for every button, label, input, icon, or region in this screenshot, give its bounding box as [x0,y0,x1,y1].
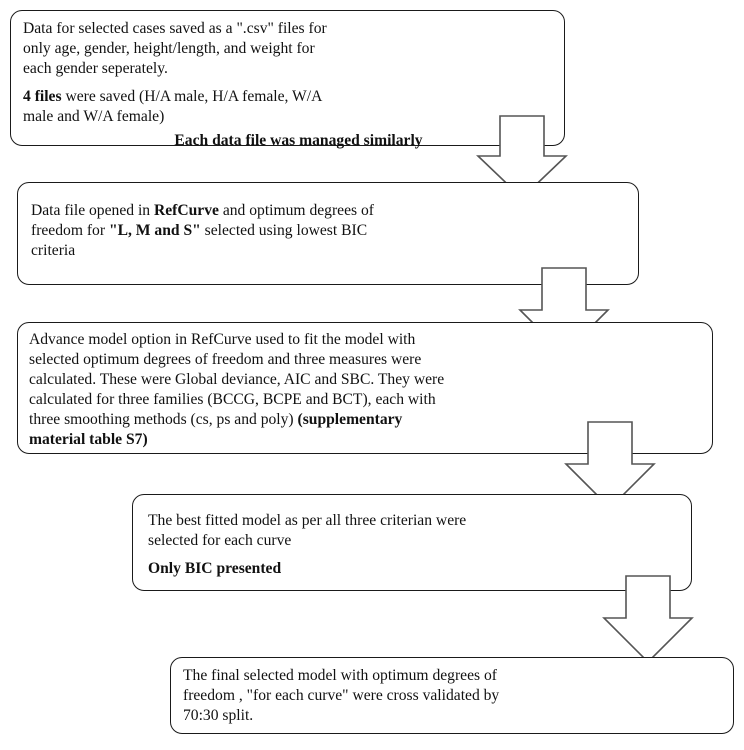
down-arrow-icon [564,421,656,510]
step-5-line-3: 70:30 split. [183,707,254,724]
step-2-part-1: Data file opened in [31,202,154,219]
step-2-part-5: criteria [31,242,76,259]
step-3-supplementary: (supplementary [297,411,403,428]
step-3-line-2: selected optimum degrees of freedom and … [29,351,422,368]
step-3-line-3: calculated. These were Global deviance, … [29,371,445,388]
step-4-footer: Only BIC presented [148,559,681,579]
step-1-files-count: 4 files [23,88,62,105]
step-1-line-3: each gender seperately. [23,60,168,77]
step-3-table-ref: material table S7) [29,431,148,448]
step-4-box: The best fitted model as per all three c… [132,494,692,591]
step-4-footer-bold: Only BIC presented [148,560,282,577]
step-1-files-rest-2: male and W/A female) [23,108,165,125]
step-2-text: Data file opened in RefCurve and optimum… [31,201,628,261]
step-2-part-3: freedom for [31,222,109,239]
step-1-footer: Each data file was managed similarly [23,131,554,151]
step-4-text: The best fitted model as per all three c… [148,511,681,551]
step-2-refcurve: RefCurve [153,202,219,219]
down-arrow-icon [602,575,694,664]
step-1-files-rest-1: were saved (H/A male, H/A female, W/A [61,88,323,105]
step-1-text: Data for selected cases saved as a ".csv… [23,19,554,79]
step-5-line-1: The final selected model with optimum de… [183,667,497,684]
step-1-box: Data for selected cases saved as a ".csv… [10,10,565,149]
step-2-box: Data file opened in RefCurve and optimum… [17,182,639,285]
step-3-line-1: Advance model option in RefCurve used to… [29,331,416,348]
step-1-footer-bold: Each data file was managed similarly [174,132,423,149]
down-arrow-icon [476,115,568,200]
step-1-line-2: only age, gender, height/length, and wei… [23,40,315,57]
step-4-line-1: The best fitted model as per all three c… [148,512,467,529]
step-5-line-2: freedom , "for each curve" were cross va… [183,687,500,704]
step-3-text: Advance model option in RefCurve used to… [29,330,702,450]
step-4-line-2: selected for each curve [148,532,292,549]
step-5-box: The final selected model with optimum de… [170,657,734,734]
step-2-lms: "L, M and S" [108,222,201,239]
step-2-part-4: selected using lowest BIC [200,222,368,239]
step-3-line-5: three smoothing methods (cs, ps and poly… [29,411,298,428]
step-5-text: The final selected model with optimum de… [183,666,723,726]
step-1-line-1: Data for selected cases saved as a ".csv… [23,20,327,37]
step-3-line-4: calculated for three families (BCCG, BCP… [29,391,436,408]
step-1-files-text: 4 files were saved (H/A male, H/A female… [23,87,554,127]
step-2-part-2: and optimum degrees of [218,202,374,219]
